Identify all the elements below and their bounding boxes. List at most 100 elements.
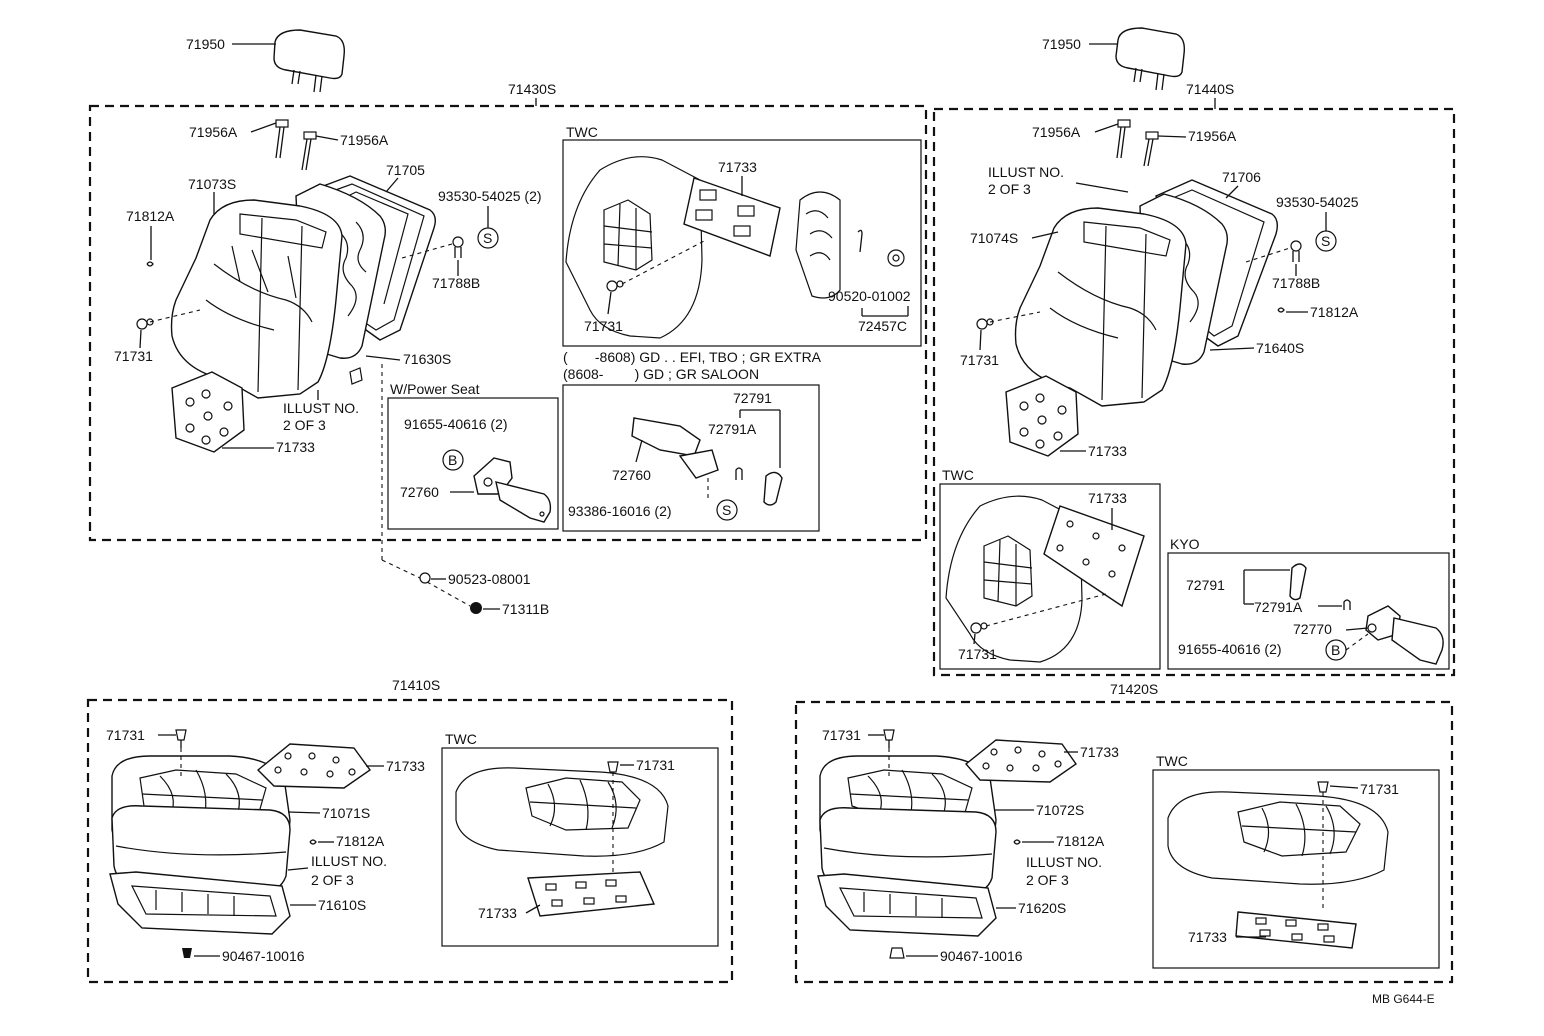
- seatback-cover-left: [170, 199, 343, 399]
- range-note-1: ( -8608) GD . . EFI, TBO ; GR EXTRA: [563, 349, 822, 365]
- label-clip-twc-2: 71731: [958, 646, 997, 662]
- label-frame-71610s: 71610S: [318, 897, 366, 913]
- label-clip-twc-4: 71731: [1360, 781, 1399, 797]
- svg-text:S: S: [722, 502, 731, 518]
- hog-ring-cushion-right: [1013, 839, 1021, 845]
- cushion-frame-left: [109, 871, 291, 935]
- twc-box-right-cushion: [1152, 769, 1440, 969]
- knob-kyo: [1289, 563, 1307, 601]
- label-bolt-2: 93530-54025: [1276, 194, 1359, 210]
- label-headrest-right: 71950: [1042, 36, 1081, 52]
- hinge-bracket-left: [349, 367, 363, 385]
- twc-title-1: TWC: [566, 124, 598, 140]
- label-pad-clip-2: 71788B: [1272, 275, 1320, 291]
- label-power-bolt-2: 91655-40616 (2): [1178, 641, 1282, 657]
- b-symbol-2: B: [1325, 639, 1347, 661]
- kyo-title: KYO: [1170, 536, 1200, 552]
- twc-box-right-back: [939, 483, 1161, 670]
- illust-note-3a: ILLUST NO.: [311, 853, 387, 869]
- pad-clip-left: [452, 236, 464, 258]
- label-cover-71074s: 71074S: [970, 230, 1018, 246]
- label-cover-71072s: 71072S: [1036, 802, 1084, 818]
- label-cover-71071s: 71071S: [322, 805, 370, 821]
- illust-note-4a: ILLUST NO.: [1026, 854, 1102, 870]
- label-cap: 71311B: [502, 601, 549, 617]
- knob-pin-saloon: [735, 467, 743, 480]
- gr-saloon-box: [562, 384, 820, 532]
- twc-nut-icon: [887, 249, 905, 267]
- label-clip-1: 71731: [114, 348, 153, 364]
- label-frame-71705: 71705: [386, 162, 425, 178]
- plate-cushion-right: [964, 739, 1077, 783]
- label-clip-2: 71731: [960, 352, 999, 368]
- knob-saloon: [763, 471, 783, 506]
- cushion-left-frame: [86, 698, 734, 984]
- support-right-a: [1116, 119, 1131, 159]
- s-symbol-2: S: [716, 499, 738, 521]
- label-clip-twc-1: 71731: [584, 318, 623, 334]
- twc-box-left-cushion: [441, 747, 719, 947]
- twc-clip-left: [606, 280, 624, 292]
- label-support-4: 71956A: [1188, 128, 1237, 144]
- headrest-left-drawing: [273, 29, 346, 93]
- twc-clip-cushion-right: [1317, 781, 1329, 793]
- label-plate-twc-1: 71733: [718, 159, 757, 175]
- label-hog-ring-4: 71812A: [1056, 833, 1105, 849]
- hog-ring-right: [1277, 307, 1285, 313]
- svg-text:B: B: [1331, 642, 1340, 658]
- twc-seatback-outline-left: [565, 156, 703, 339]
- headrest-right-drawing: [1115, 27, 1186, 91]
- label-plate-twc-4: 71733: [1188, 929, 1227, 945]
- label-clip-bottom-1: 90467-10016: [222, 948, 305, 964]
- recliner-cover-saloon: [631, 417, 719, 479]
- label-power-bolt: 91655-40616 (2): [404, 416, 508, 432]
- label-pad-71630s: 71630S: [403, 351, 451, 367]
- group-label-71410s: 71410S: [392, 677, 440, 693]
- power-seat-box: [387, 397, 559, 530]
- label-headrest-left: 71950: [186, 36, 225, 52]
- twc-plate-right: [1043, 505, 1145, 608]
- label-knob-2: 72791A: [1254, 599, 1303, 615]
- label-knob-group-1: 72791: [733, 390, 772, 406]
- label-cover-71073s: 71073S: [188, 176, 236, 192]
- range-note-2: (8608- ) GD ; GR SALOON: [563, 366, 759, 382]
- cap-icon: [470, 602, 482, 614]
- label-support-3: 71956A: [1032, 124, 1081, 140]
- twc-plate-cushion-right: [1235, 911, 1357, 949]
- support-right-b: [1143, 131, 1159, 167]
- clip-cushion-left: [175, 729, 187, 748]
- hog-ring-cushion-left: [309, 839, 317, 845]
- illust-note-2b: 2 OF 3: [988, 181, 1031, 197]
- label-bolt-1: 93530-54025 (2): [438, 188, 542, 204]
- plate-left-back: [171, 371, 245, 453]
- knob-pin-kyo: [1343, 599, 1351, 610]
- plate-cushion-left: [256, 743, 371, 789]
- label-clip-twc-3: 71731: [636, 757, 675, 773]
- nut-icon: [419, 572, 431, 584]
- clip-bottom-left: [182, 948, 192, 958]
- svg-text:S: S: [483, 230, 492, 246]
- label-frame-71706: 71706: [1222, 169, 1261, 185]
- label-clip-3: 71731: [106, 727, 145, 743]
- kyo-box: [1167, 552, 1450, 670]
- twc-title-2: TWC: [942, 467, 974, 483]
- label-plate-2: 71733: [1088, 443, 1127, 459]
- twc-clip-right: [970, 622, 988, 634]
- group-label-71440s: 71440S: [1186, 81, 1234, 97]
- label-hinge-cover: 72457C: [858, 318, 907, 334]
- cushion-right-frame: [794, 700, 1454, 984]
- plate-right-back: [1005, 375, 1079, 457]
- clip-cushion-right: [883, 729, 895, 748]
- illust-note-4b: 2 OF 3: [1026, 872, 1069, 888]
- footer-code: MB G644-E: [1372, 992, 1435, 1006]
- label-knob-1: 72791A: [708, 421, 757, 437]
- label-hog-ring-2: 71812A: [1310, 304, 1359, 320]
- twc-clip-cushion-left: [607, 761, 619, 773]
- recliner-power: [473, 457, 552, 523]
- clip-bottom-right: [889, 947, 905, 959]
- label-recliner-power: 72760: [400, 484, 439, 500]
- illust-note-3b: 2 OF 3: [311, 872, 354, 888]
- label-support-1: 71956A: [189, 124, 238, 140]
- label-frame-71620s: 71620S: [1018, 900, 1066, 916]
